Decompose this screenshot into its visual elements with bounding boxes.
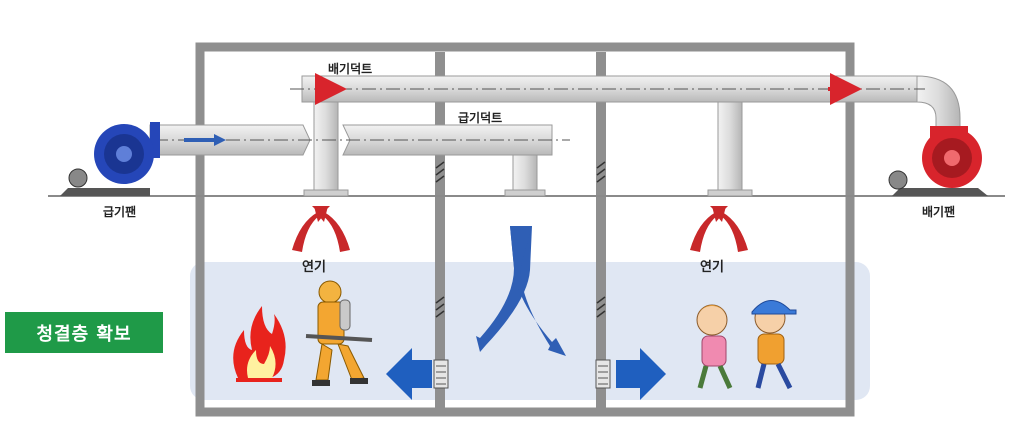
- exit-arrow-left: [386, 348, 432, 400]
- exhaust-fan-icon: [888, 126, 988, 196]
- supply-airflow-arrows: [476, 226, 566, 356]
- smoke-arrows-left: [292, 206, 350, 252]
- fire-icon: [233, 306, 286, 382]
- smoke-arrows-right: [690, 206, 748, 252]
- exhaust-duct: [290, 73, 961, 197]
- exhaust-duct-label: 배기덕트: [328, 62, 373, 76]
- supply-fan-icon: [60, 122, 160, 196]
- supply-fan-label: 급기팬: [103, 205, 137, 219]
- damper-symbols: [435, 161, 606, 318]
- smoke-label-right: 연기: [700, 260, 724, 275]
- exit-arrow-right: [616, 348, 666, 400]
- children-icon: [696, 300, 797, 390]
- clean-layer-zone: [190, 262, 870, 400]
- building-frame: [195, 42, 855, 417]
- smoke-label-left: 연기: [302, 260, 326, 275]
- clean-layer-badge: 청결층 확보: [5, 312, 163, 353]
- exhaust-fan-label: 배기팬: [922, 205, 956, 219]
- supply-duct-label: 급기덕트: [458, 111, 503, 125]
- supply-duct: [130, 124, 570, 197]
- door-grilles: [433, 359, 611, 389]
- firefighter-icon: [305, 280, 373, 386]
